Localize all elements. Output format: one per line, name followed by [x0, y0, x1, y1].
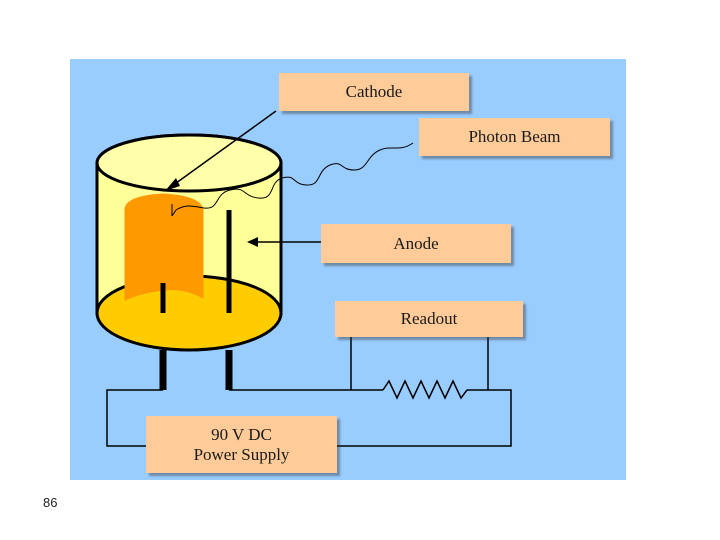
- circuit-wire-far-right: [337, 389, 512, 447]
- photon-arrow-head-a: [171, 209, 177, 217]
- cathode-label-text: Cathode: [345, 82, 403, 102]
- readout-label: Readout: [335, 301, 523, 337]
- power-supply-name: Power Supply: [193, 444, 290, 464]
- power-supply-label: 90 V DC Power Supply: [146, 416, 337, 473]
- photon-beam-label-text: Photon Beam: [468, 127, 561, 147]
- anode-label: Anode: [321, 224, 511, 263]
- tube-top: [95, 133, 283, 193]
- anode-label-text: Anode: [393, 233, 439, 253]
- readout-label-text: Readout: [400, 309, 458, 329]
- photon-beam-label: Photon Beam: [419, 118, 610, 156]
- cathode-electrode: [124, 193, 204, 301]
- power-supply-voltage: 90 V DC: [211, 424, 272, 444]
- photon-beam-wave: [175, 142, 414, 211]
- anode-pointer-head: [247, 237, 258, 247]
- page-number: 86: [43, 495, 58, 510]
- cathode-label: Cathode: [279, 73, 469, 111]
- resistor: [382, 379, 468, 400]
- cathode-pointer-head: [165, 178, 180, 191]
- circuit-wire-left: [106, 389, 163, 447]
- cathode-pointer-line: [171, 110, 277, 187]
